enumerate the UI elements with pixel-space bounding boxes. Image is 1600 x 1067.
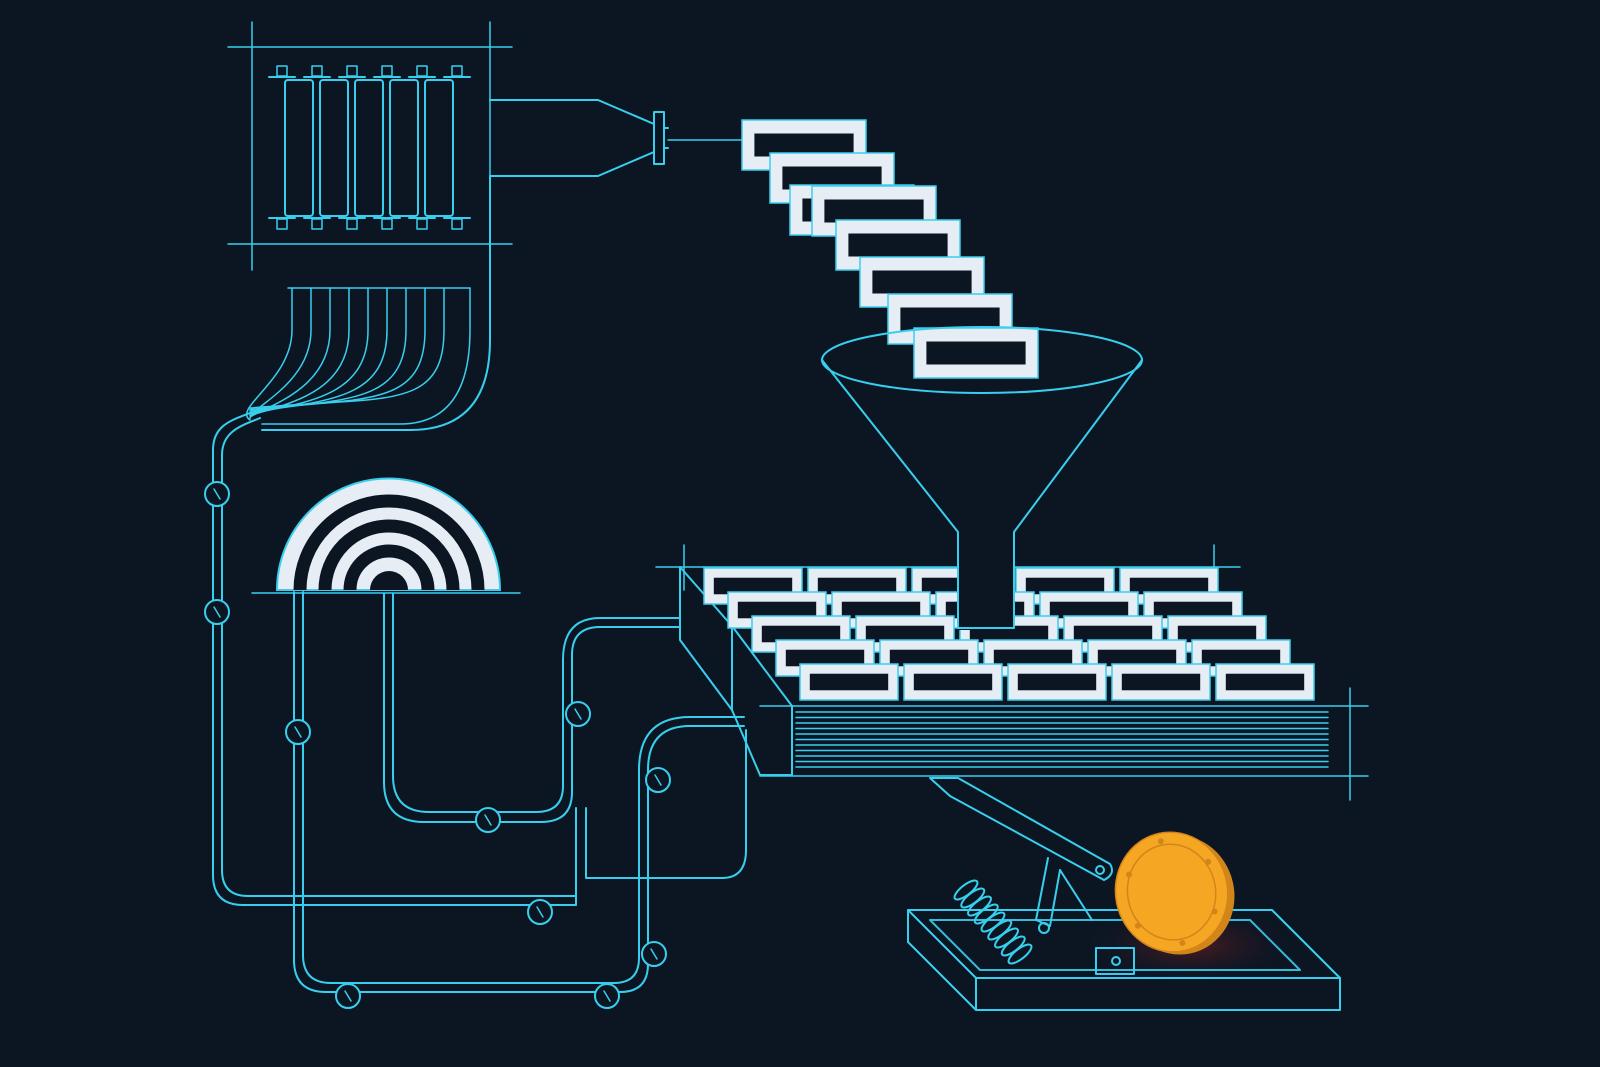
vacuum-tube xyxy=(338,65,384,230)
ribbon-wire xyxy=(249,287,445,409)
pipe-joint xyxy=(335,983,361,1009)
stacked-card xyxy=(1007,663,1107,701)
pipe-network xyxy=(204,412,747,1009)
stacked-card xyxy=(903,663,1003,701)
vacuum-tube-array-icon xyxy=(268,65,471,230)
pipe-joint xyxy=(285,719,311,745)
stacked-card xyxy=(807,567,907,605)
pipe-joint xyxy=(645,767,671,793)
falling-cards xyxy=(741,119,1039,379)
coin-icon xyxy=(1114,831,1235,955)
falling-card xyxy=(913,327,1039,379)
vacuum-tube xyxy=(303,65,349,230)
card-tray xyxy=(655,544,1369,801)
vacuum-tube xyxy=(408,65,454,230)
trigger-lever xyxy=(929,777,1113,934)
vacuum-tube xyxy=(373,65,419,230)
ribbon-wire xyxy=(249,287,426,411)
vacuum-tube xyxy=(268,65,314,230)
pipe-joint xyxy=(565,701,591,727)
stacked-card xyxy=(1087,639,1187,677)
tube-cabinet xyxy=(227,21,513,271)
vacuum-tube xyxy=(443,65,471,230)
pipe-joint xyxy=(204,599,230,625)
pipe-joint xyxy=(475,807,501,833)
spring-coil xyxy=(1007,943,1033,965)
pipe-joint xyxy=(641,941,667,967)
emitter-nozzle xyxy=(489,99,743,177)
pipe-joint xyxy=(594,983,620,1009)
ribbon-wire xyxy=(249,287,350,417)
stacked-card xyxy=(1215,663,1315,701)
stacked-card xyxy=(1111,663,1211,701)
stacked-card xyxy=(1063,615,1163,653)
ribbon-cable xyxy=(246,175,491,431)
stacked-card xyxy=(799,663,899,701)
pipe-joint xyxy=(527,899,553,925)
ribbon-wire xyxy=(249,287,312,420)
signal-arc-icon xyxy=(251,477,521,594)
pipe-joint xyxy=(204,481,230,507)
